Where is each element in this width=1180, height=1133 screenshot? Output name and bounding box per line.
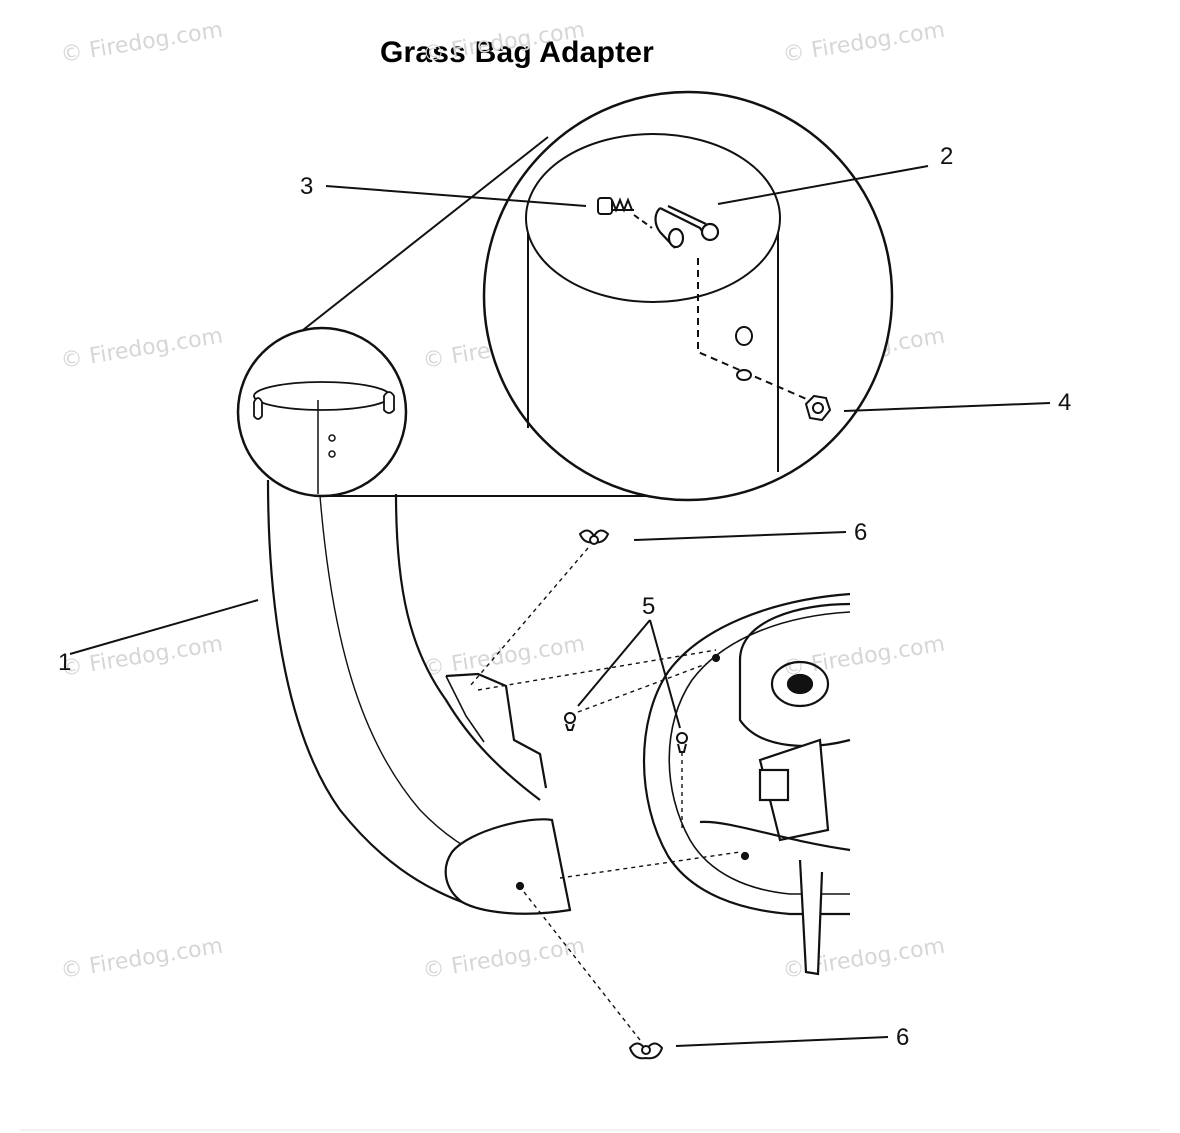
callout-3: 3 — [300, 173, 313, 200]
magnifier-line-top — [269, 136, 549, 357]
deck-inner-edge — [668, 611, 851, 895]
chute-outer-edge — [266, 479, 463, 904]
callout-5: 5 — [642, 593, 655, 620]
watermark: © Firedog.com — [59, 934, 225, 984]
chute-flange — [445, 672, 548, 789]
mower-deck — [643, 592, 851, 976]
pulley-icon — [770, 660, 830, 708]
pulley-guard-side — [738, 660, 851, 748]
chute-pin-left — [253, 397, 263, 420]
leader-line-1 — [69, 599, 259, 655]
watermark: © Firedog.com — [781, 18, 947, 68]
watermark: © Firedog.com — [421, 934, 587, 984]
deck-ledge — [699, 820, 851, 852]
bracket-plate — [758, 768, 790, 802]
watermark: © Firedog.com — [781, 632, 947, 682]
assembly-line — [577, 663, 707, 713]
chute-pin-right — [383, 391, 395, 414]
watermark: © Firedog.com — [59, 324, 225, 374]
leader-line-6-bottom — [675, 1036, 889, 1047]
chute-inner-edge — [394, 493, 541, 801]
watermark: © Firedog.com — [421, 18, 587, 68]
bolt-axis-dashed — [633, 214, 653, 229]
chute-top-circle — [236, 326, 408, 498]
deck-hole — [711, 653, 721, 663]
fastener-path-dashed — [697, 258, 819, 405]
leader-line-6-top — [633, 531, 847, 541]
leader-line-2 — [717, 165, 929, 205]
wing-nut-icon — [578, 529, 610, 545]
bolt-icon — [597, 197, 634, 215]
watermark: © Firedog.com — [421, 632, 587, 682]
chute-top-view — [236, 326, 408, 498]
deck-hole — [740, 851, 750, 861]
chute-flange-fold — [445, 675, 485, 743]
wing-nut-icon — [628, 1042, 664, 1060]
mount-hole-upper — [735, 326, 753, 346]
chute-hole — [328, 434, 336, 442]
chute-mouth — [444, 818, 572, 915]
mount-hole-lower — [736, 369, 752, 381]
detail-view — [482, 90, 894, 502]
assembly-line — [477, 649, 717, 691]
pulley-hub — [786, 673, 814, 695]
watermark: © Firedog.com — [59, 632, 225, 682]
callout-6-bottom: 6 — [896, 1024, 909, 1051]
leader-line-3 — [325, 185, 587, 207]
magnifier-lines — [269, 136, 690, 497]
pin-icon — [654, 205, 720, 249]
tube-opening — [525, 133, 781, 303]
watermark: © Firedog.com — [59, 18, 225, 68]
assembly-lines — [469, 547, 741, 1041]
deflector-bracket — [758, 738, 830, 842]
screw-icon — [564, 712, 576, 731]
assembly-line — [559, 851, 741, 879]
leader-line-4 — [843, 402, 1051, 412]
callout-6-top: 6 — [854, 519, 867, 546]
chute-hole — [328, 450, 336, 458]
pulley-guard-top — [738, 602, 851, 661]
callout-2: 2 — [940, 143, 953, 170]
chute-crease — [319, 495, 497, 863]
deck-lever — [798, 859, 824, 976]
callout-labels: 1 2 3 4 5 6 6 — [58, 143, 1071, 1051]
diagram-title: Grass Bag Adapter — [380, 36, 655, 69]
leader-line-5a — [577, 619, 651, 707]
chute-mount-hole — [515, 881, 525, 891]
screw-icon — [676, 732, 688, 753]
chute-body — [266, 479, 572, 915]
deck-outer-edge — [643, 592, 851, 916]
leader-lines — [69, 165, 1051, 1047]
fasteners — [564, 529, 688, 1060]
leader-line-5b — [649, 619, 681, 729]
nut-icon — [804, 394, 832, 422]
assembly-line — [469, 547, 589, 687]
callout-4: 4 — [1058, 389, 1071, 416]
callout-1: 1 — [58, 649, 71, 676]
